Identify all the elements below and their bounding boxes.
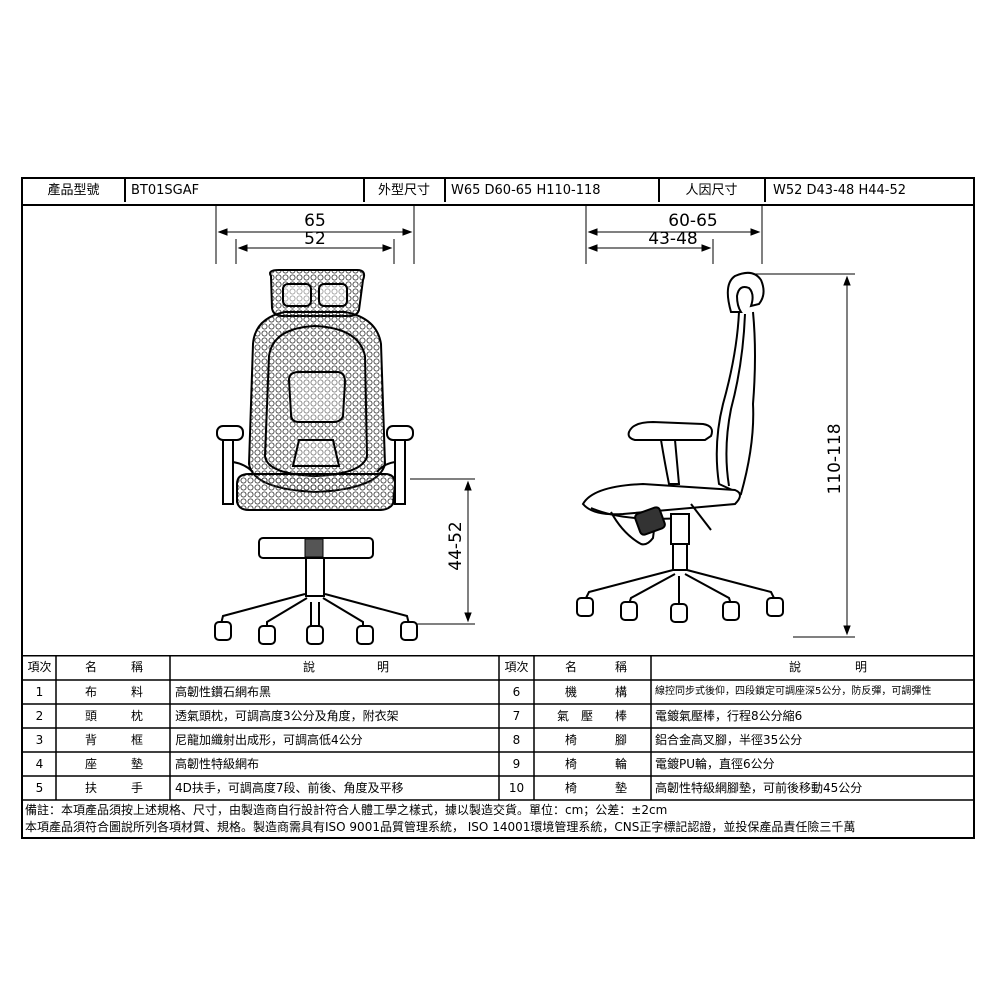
table-row-name-a: 扶 [85, 781, 98, 795]
table-row-name-a: 布 [85, 685, 98, 699]
human-value: W52 D43-48 H44-52 [773, 183, 906, 198]
table-row-name-a: 椅 [565, 757, 578, 771]
table-row-name-a: 座 [85, 757, 98, 771]
table-row-desc: 4D扶手，可調高度7段、前後、角度及平移 [175, 781, 404, 795]
human-label: 人因尺寸 [685, 183, 738, 198]
model-label: 產品型號 [47, 183, 100, 198]
th-desc-a-right: 說 [789, 660, 802, 674]
table-row-name-a: 頭 [85, 709, 98, 723]
spec-sheet: 產品型號 BT01SGAF 外型尺寸 W65 D60-65 H110-118 人… [21, 177, 975, 839]
front-outer-width-label: 65 [304, 211, 326, 231]
table-row-no: 7 [512, 709, 521, 723]
chair-drawings: 65 52 44-52 [214, 206, 855, 645]
front-view-chair: 65 52 44-52 [214, 206, 475, 645]
table-row-desc: 尼龍加纖射出成形，可調高低4公分 [175, 733, 363, 747]
spec-table: 項次 名 稱 說 明 項次 名 稱 說 明 1 布 料 高韌性鑽石網布黑 2 頭… [23, 655, 973, 801]
table-row-no: 9 [512, 757, 521, 771]
th-name-b-left: 稱 [131, 660, 144, 674]
table-row-name-b: 腳 [615, 733, 628, 747]
table-row-desc: 透氣頭枕，可調高度3公分及角度，附衣架 [175, 709, 399, 723]
front-inner-width-label: 52 [304, 229, 326, 249]
table-row-name-b: 框 [131, 733, 144, 747]
th-no-left: 項次 [27, 660, 52, 674]
table-row-desc: 鋁合金高叉腳，半徑35公分 [655, 733, 803, 747]
table-row-desc: 電鍍PU輪，直徑6公分 [655, 757, 775, 771]
table-row-name-a: 椅 [565, 781, 578, 795]
th-name-a-right: 名 [565, 660, 578, 674]
spec-header-row: 產品型號 BT01SGAF 外型尺寸 W65 D60-65 H110-118 人… [23, 179, 973, 206]
table-row-name-b: 手 [131, 781, 144, 795]
side-outer-depth-label: 60-65 [668, 211, 717, 231]
table-row-desc: 高韌性鑽石網布黑 [175, 685, 272, 699]
table-row-name-b: 枕 [131, 709, 144, 723]
table-row-name-a: 氣 壓 [557, 709, 594, 723]
model-value: BT01SGAF [131, 183, 200, 198]
table-row-name-b: 輪 [615, 757, 628, 771]
table-row-name-b: 構 [615, 685, 628, 699]
th-no-right: 項次 [504, 660, 529, 674]
table-row-no: 6 [512, 685, 521, 699]
note-line-1: 備註：本項產品須按上述規格、尺寸，由製造商自行設計符合人體工學之樣式，據以製造交… [25, 803, 668, 817]
table-row-name-a: 背 [85, 733, 98, 747]
seat-height-label: 44-52 [446, 521, 466, 570]
table-row-desc: 高韌性特級網布 [175, 757, 260, 771]
size-label: 外型尺寸 [377, 183, 430, 198]
table-row-no: 1 [35, 685, 44, 699]
table-row-name-b: 墊 [131, 757, 144, 771]
th-desc-b-right: 明 [855, 660, 868, 674]
table-row-name-b: 料 [131, 685, 144, 699]
th-name-b-right: 稱 [615, 660, 628, 674]
side-inner-depth-label: 43-48 [648, 229, 697, 249]
table-row-no: 2 [35, 709, 44, 723]
table-grid [23, 655, 973, 801]
total-height-label: 110-118 [825, 423, 845, 494]
size-value: W65 D60-65 H110-118 [451, 183, 601, 198]
th-name-a-left: 名 [85, 660, 98, 674]
side-view-chair: 60-65 43-48 110-118 [576, 206, 855, 638]
table-row-no: 4 [35, 757, 44, 771]
th-desc-b-left: 明 [377, 660, 390, 674]
th-desc-a-left: 說 [303, 660, 316, 674]
table-row-name-b: 墊 [615, 781, 628, 795]
table-row-no: 3 [35, 733, 44, 747]
table-row-name-a: 機 [565, 685, 578, 699]
table-row-no: 8 [512, 733, 521, 747]
table-row-desc: 電鍍氣壓棒，行程8公分縮6 [655, 709, 803, 723]
table-row-name-a: 椅 [565, 733, 578, 747]
table-row-no: 10 [508, 781, 525, 795]
table-row-desc: 高韌性特級網腳墊，可前後移動45公分 [655, 781, 863, 795]
table-row-no: 5 [35, 781, 44, 795]
table-row-name-b: 棒 [615, 709, 628, 723]
note-line-2: 本項產品須符合圖說所列各項材質、規格。製造商需具有ISO 9001品質管理系統，… [25, 820, 856, 834]
table-row-desc: 線控同步式後仰，四段鎖定可調座深5公分，防反彈，可調彈性 [655, 686, 932, 697]
